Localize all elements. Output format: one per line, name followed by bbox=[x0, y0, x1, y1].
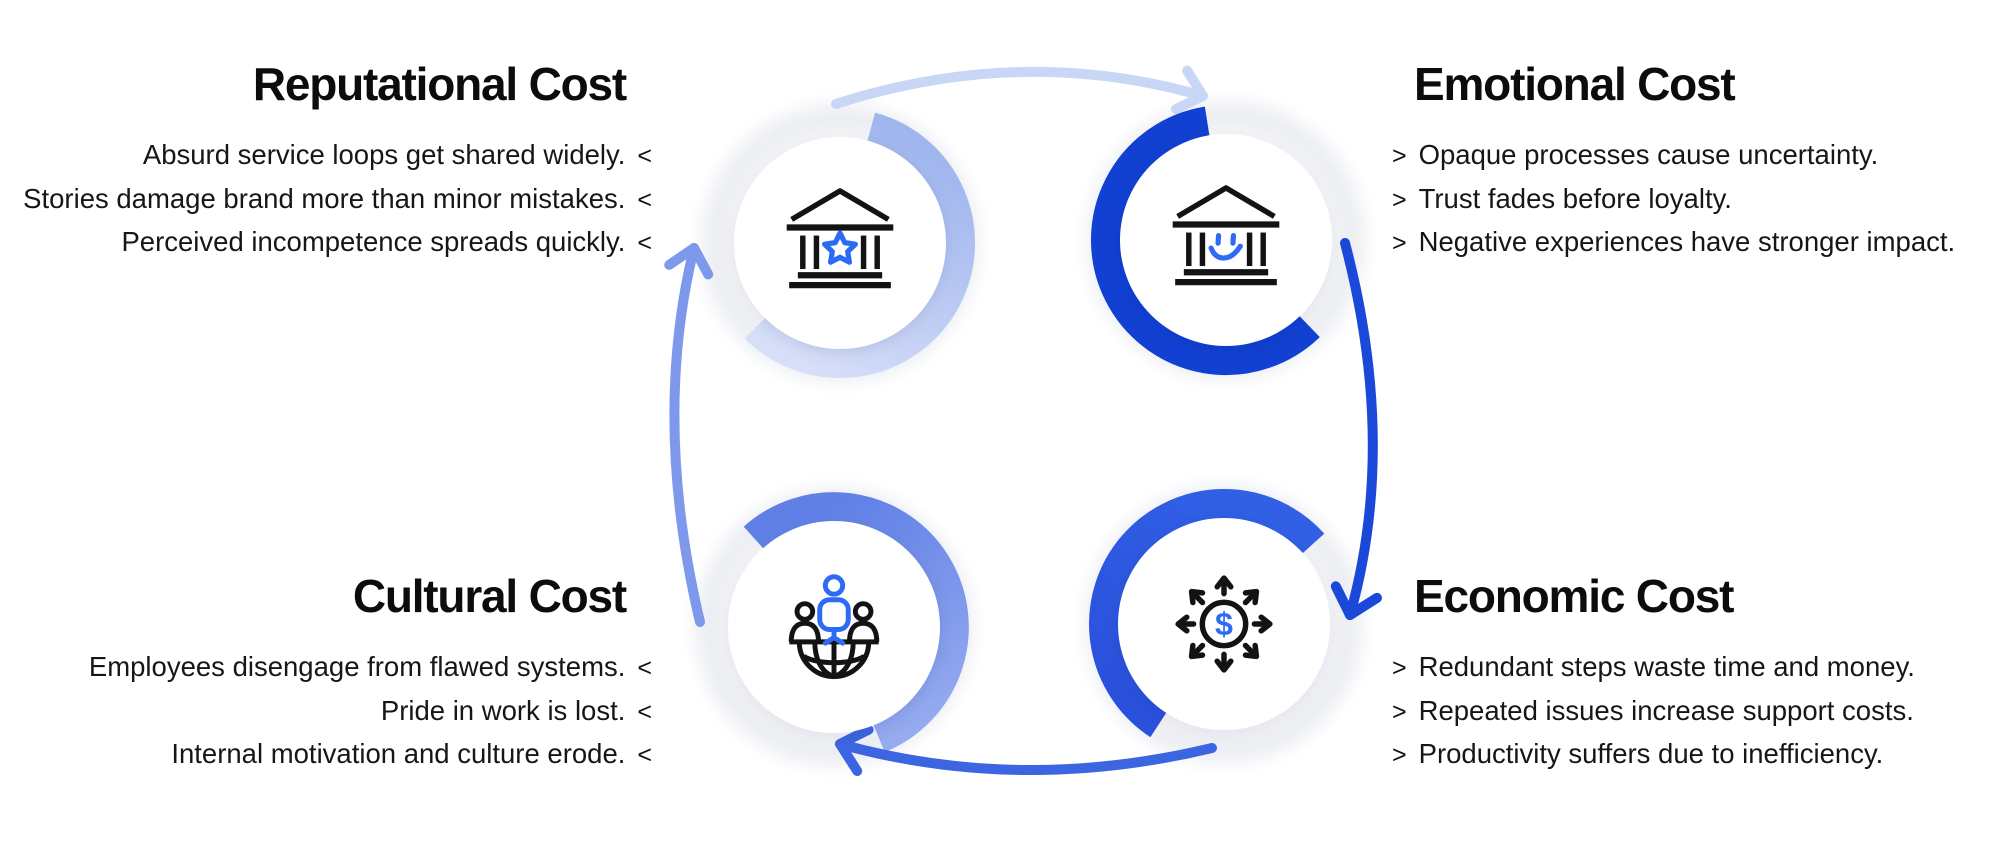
bullet-row: > Negative experiences have stronger impa… bbox=[1392, 221, 2000, 265]
globe-team-icon bbox=[788, 574, 880, 679]
section-title-reputational: Reputational Cost bbox=[252, 58, 627, 110]
leader-figure bbox=[817, 574, 851, 646]
chevron-left-icon: < bbox=[637, 142, 652, 170]
bullet-row: > Redundant steps waste time and money. bbox=[1392, 646, 2000, 690]
node-circles bbox=[728, 134, 1332, 733]
bullet-row: Internal motivation and culture erode. < bbox=[0, 733, 652, 777]
chevron-left-icon: < bbox=[637, 185, 652, 214]
globe-outline bbox=[788, 601, 880, 679]
bullet-text: Internal motivation and culture erode. bbox=[171, 738, 626, 769]
chevron-right-icon: > bbox=[1392, 741, 1407, 769]
bullet-text: Productivity suffers due to inefficiency… bbox=[1418, 738, 1884, 769]
bullet-text: Redundant steps waste time and money. bbox=[1418, 651, 1915, 682]
chevron-left-icon: < bbox=[637, 229, 652, 257]
chevron-left-icon: < bbox=[637, 741, 652, 769]
bullet-row: > Repeated issues increase support costs. bbox=[1392, 690, 2000, 734]
flow-arrow-right bbox=[1330, 238, 1382, 620]
chevron-right-icon: > bbox=[1392, 654, 1407, 682]
bullet-row: > Productivity suffers due to inefficienc… bbox=[1392, 733, 2000, 777]
bullet-text: Absurd service loops get shared widely. bbox=[142, 139, 626, 170]
bullet-text: Negative experiences have stronger impac… bbox=[1418, 226, 1956, 257]
star-emblem bbox=[822, 230, 858, 265]
bullet-row: Employees disengage from flawed systems.… bbox=[0, 646, 652, 690]
reputational-node bbox=[734, 137, 946, 349]
chevron-right-icon: > bbox=[1392, 185, 1407, 214]
bank-smile-icon bbox=[1172, 185, 1280, 286]
section-title-emotional: Emotional Cost bbox=[1414, 58, 1736, 110]
emotional-cost-section: Emotional Cost > Opaque processes cause u… bbox=[1392, 58, 2000, 265]
emotional-node bbox=[1120, 134, 1332, 346]
economic-arc bbox=[1089, 489, 1325, 738]
bullet-row: > Trust fades before loyalty. bbox=[1392, 178, 2000, 222]
chevron-left-icon: < bbox=[637, 654, 652, 682]
bullet-row: Stories damage brand more than minor mis… bbox=[0, 178, 652, 222]
emotional-arc bbox=[1091, 106, 1320, 375]
bullet-row: Pride in work is lost. < bbox=[0, 690, 652, 734]
flow-arrow-top bbox=[831, 65, 1208, 115]
bank-star-icon bbox=[786, 188, 894, 289]
bullet-text: Employees disengage from flawed systems. bbox=[88, 651, 626, 682]
bank-outline bbox=[1172, 185, 1280, 286]
section-title-economic: Economic Cost bbox=[1414, 570, 1734, 622]
smile-emblem bbox=[1208, 233, 1243, 261]
chevron-left-icon: < bbox=[637, 697, 652, 726]
dollar-glyph: $ bbox=[1215, 606, 1233, 642]
reputational-arc bbox=[744, 112, 975, 378]
bullet-row: > Opaque processes cause uncertainty. bbox=[1392, 134, 2000, 178]
bullet-text: Repeated issues increase support costs. bbox=[1418, 694, 1914, 726]
bullet-text: Pride in work is lost. bbox=[380, 694, 626, 726]
economic-cost-section: Economic Cost > Redundant steps waste tim… bbox=[1392, 570, 2000, 777]
cultural-cost-section: Cultural Cost Employees disengage from f… bbox=[0, 570, 652, 777]
chevron-right-icon: > bbox=[1392, 697, 1407, 726]
dollar-flow-icon: $ bbox=[1178, 578, 1270, 670]
flow-arrow-bottom bbox=[835, 724, 1217, 776]
economic-node bbox=[1118, 518, 1330, 730]
bullet-text: Perceived incompetence spreads quickly. bbox=[121, 226, 626, 257]
bullet-row: Perceived incompetence spreads quickly. < bbox=[0, 221, 652, 265]
cultural-arc bbox=[743, 492, 969, 753]
bullet-text: Stories damage brand more than minor mis… bbox=[23, 182, 626, 214]
bank-outline bbox=[786, 188, 894, 289]
bullet-row: Absurd service loops get shared widely. < bbox=[0, 134, 652, 178]
bullet-text: Trust fades before loyalty. bbox=[1418, 182, 1732, 214]
chevron-right-icon: > bbox=[1392, 142, 1407, 170]
chevron-right-icon: > bbox=[1392, 229, 1407, 257]
bullet-text: Opaque processes cause uncertainty. bbox=[1418, 139, 1879, 170]
dollar-rays bbox=[1178, 578, 1270, 670]
section-title-cultural: Cultural Cost bbox=[352, 570, 627, 622]
flow-arrow-left bbox=[664, 243, 714, 627]
reputational-cost-section: Reputational Cost Absurd service loops g… bbox=[0, 58, 652, 265]
